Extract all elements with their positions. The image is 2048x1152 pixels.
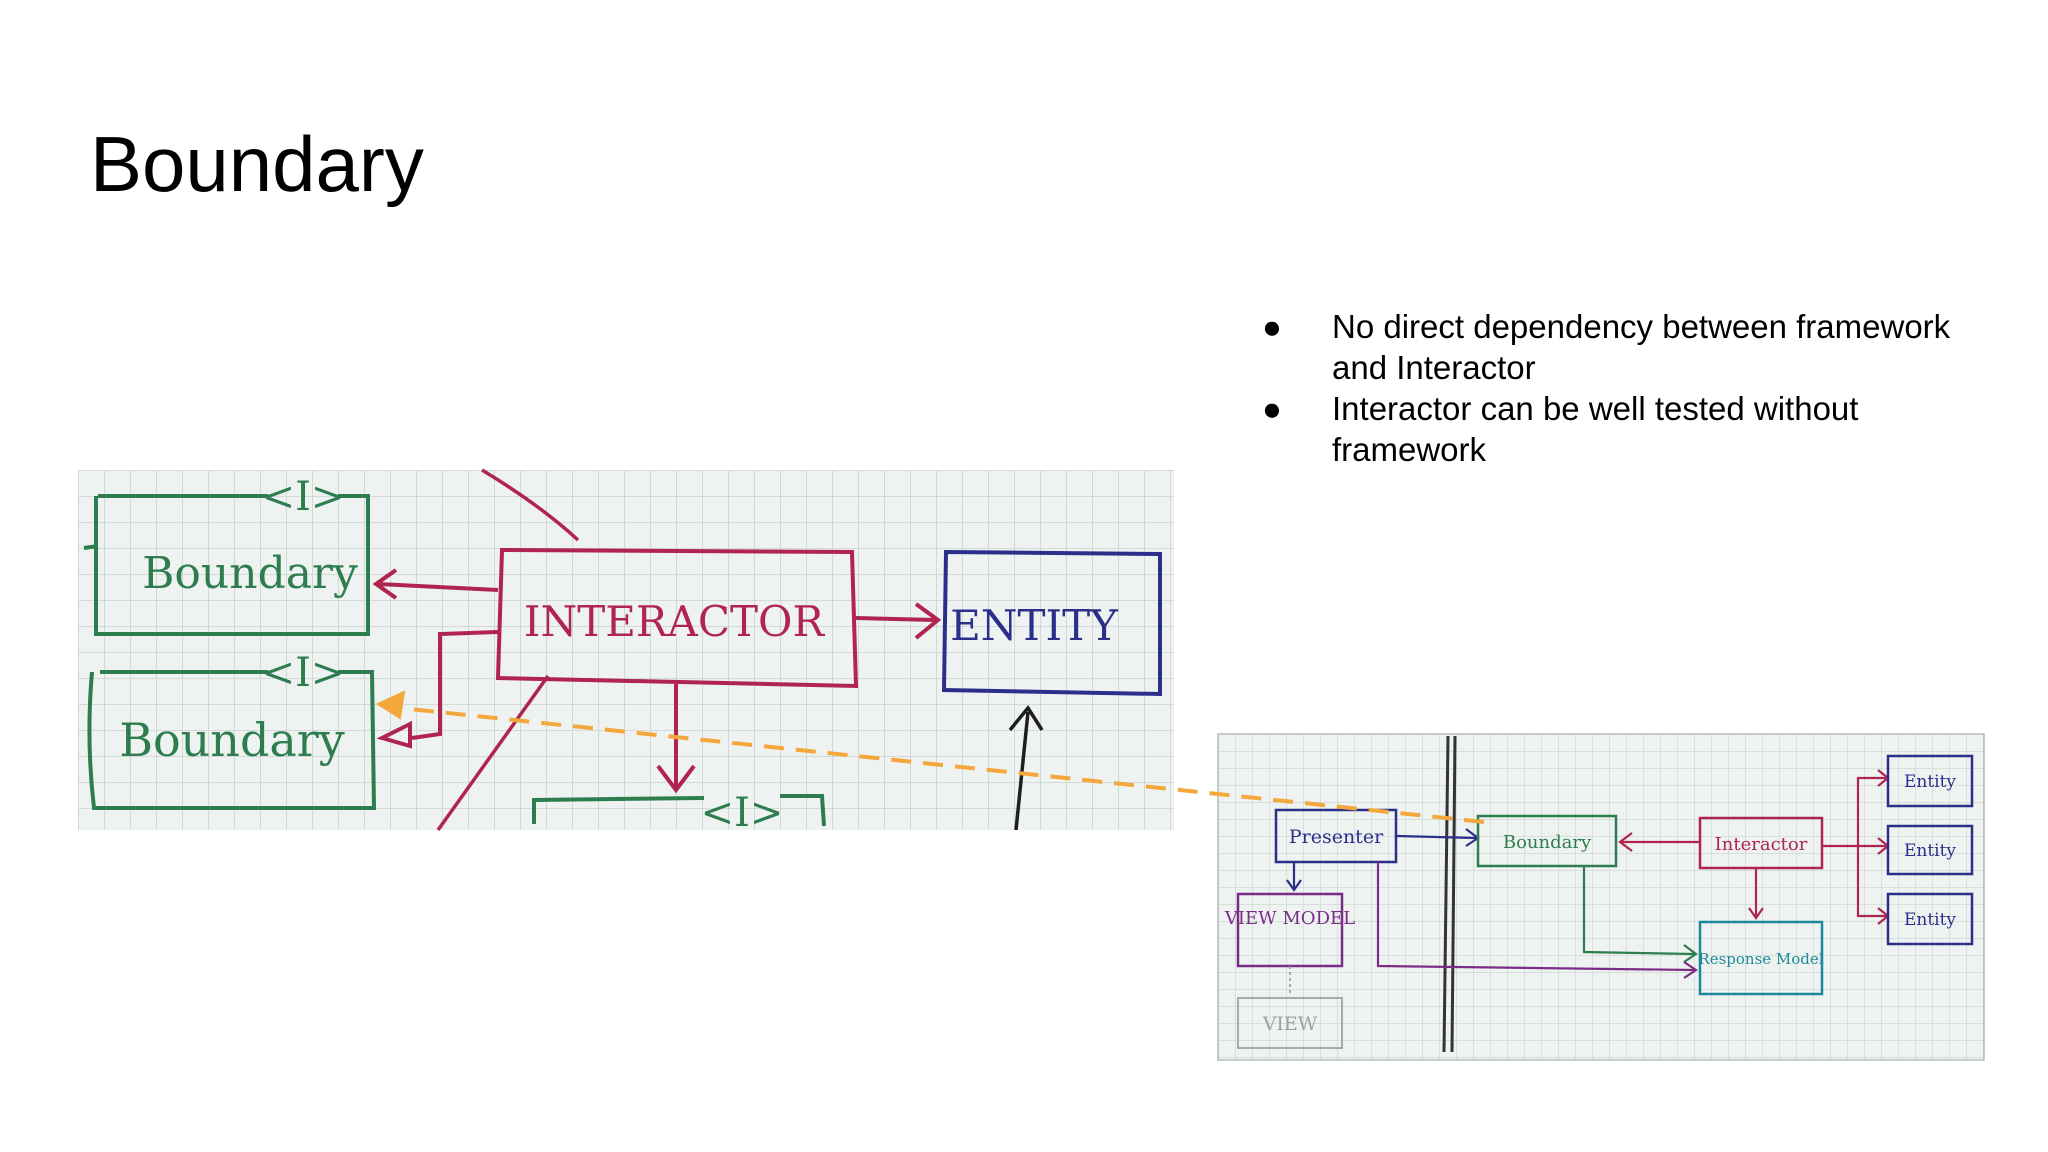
right-interactor-label: Interactor xyxy=(1715,834,1808,855)
left-sketch: <I> Boundary <I> Boundary INTERACTOR ENT… xyxy=(78,468,1174,836)
response-partial-box: <I> xyxy=(532,790,826,836)
view-model-label: VIEW MODEL xyxy=(1224,908,1355,929)
bullet-item-1: ● No direct dependency between framework… xyxy=(1262,306,1982,388)
entity-box-3: Entity xyxy=(1886,892,1974,946)
right-sketch: Presenter VIEW MODEL VIEW Boundary Inter… xyxy=(1217,733,1985,1061)
entity-label-2: Entity xyxy=(1904,841,1956,861)
response-model-label: Response Model xyxy=(1698,950,1823,968)
arrow-up-to-entity xyxy=(1008,705,1044,831)
entity-label: ENTITY xyxy=(950,601,1119,650)
entity-box-2: Entity xyxy=(1886,824,1974,876)
bullet-item-2: ● Interactor can be well tested without … xyxy=(1262,388,1982,470)
right-sketch-paper xyxy=(1217,733,1985,1061)
entity-label-1: Entity xyxy=(1904,772,1956,792)
arrow-interactor-to-boundary-top xyxy=(372,568,499,600)
right-boundary-label: Boundary xyxy=(1503,832,1592,853)
arrow-interactor-to-response xyxy=(1748,868,1764,920)
boundary-top-interface-tag: <I> xyxy=(262,474,345,520)
view-model-text: VIEW MODEL xyxy=(1224,908,1355,929)
entity-label-3: Entity xyxy=(1904,910,1956,930)
bullet-text-2: Interactor can be well tested without fr… xyxy=(1332,390,1859,468)
bullet-list: ● No direct dependency between framework… xyxy=(1262,306,1982,470)
entity-box: ENTITY xyxy=(941,549,1162,697)
presenter-label: Presenter xyxy=(1289,826,1384,848)
boundary-top-label: Boundary xyxy=(142,548,358,599)
sketch-line-bottom xyxy=(436,674,550,832)
arrow-presenter-to-view-model xyxy=(1286,862,1302,892)
bullet-marker: ● xyxy=(1262,308,1282,345)
boundary-bottom-box: <I> Boundary xyxy=(87,650,377,810)
boundary-bottom-interface-tag: <I> xyxy=(262,650,345,696)
response-model-box: Response Model xyxy=(1698,920,1824,996)
framework-divider xyxy=(1442,735,1457,1053)
view-box: VIEW xyxy=(1237,997,1343,1049)
boundary-bottom-label: Boundary xyxy=(119,713,345,767)
bullet-marker: ● xyxy=(1262,390,1282,427)
bullet-text-1: No direct dependency between framework a… xyxy=(1332,308,1951,386)
right-interactor-box: Interactor xyxy=(1698,816,1824,870)
boundary-top-box: <I> Boundary xyxy=(83,474,370,636)
right-boundary-box: Boundary xyxy=(1476,814,1618,868)
slide-title: Boundary xyxy=(90,120,424,208)
sketch-line-top xyxy=(481,468,580,542)
interactor-label: INTERACTOR xyxy=(524,597,826,646)
arrow-presenter-to-response xyxy=(1376,862,1698,979)
correspondence-arrowhead xyxy=(375,690,406,720)
correspondence-arrow xyxy=(375,690,1485,824)
arrow-interactor-to-boundary-bottom xyxy=(376,630,499,749)
left-sketch-paper xyxy=(78,470,1174,830)
interactor-box: INTERACTOR xyxy=(495,547,859,689)
arrow-interactor-to-boundary xyxy=(1618,832,1700,852)
response-partial-interface-tag: <I> xyxy=(701,790,784,836)
view-label: VIEW xyxy=(1262,1013,1318,1035)
arrow-boundary-to-response xyxy=(1582,866,1698,963)
entity-box-1: Entity xyxy=(1886,754,1974,808)
arrow-interactor-to-entity xyxy=(855,602,942,640)
